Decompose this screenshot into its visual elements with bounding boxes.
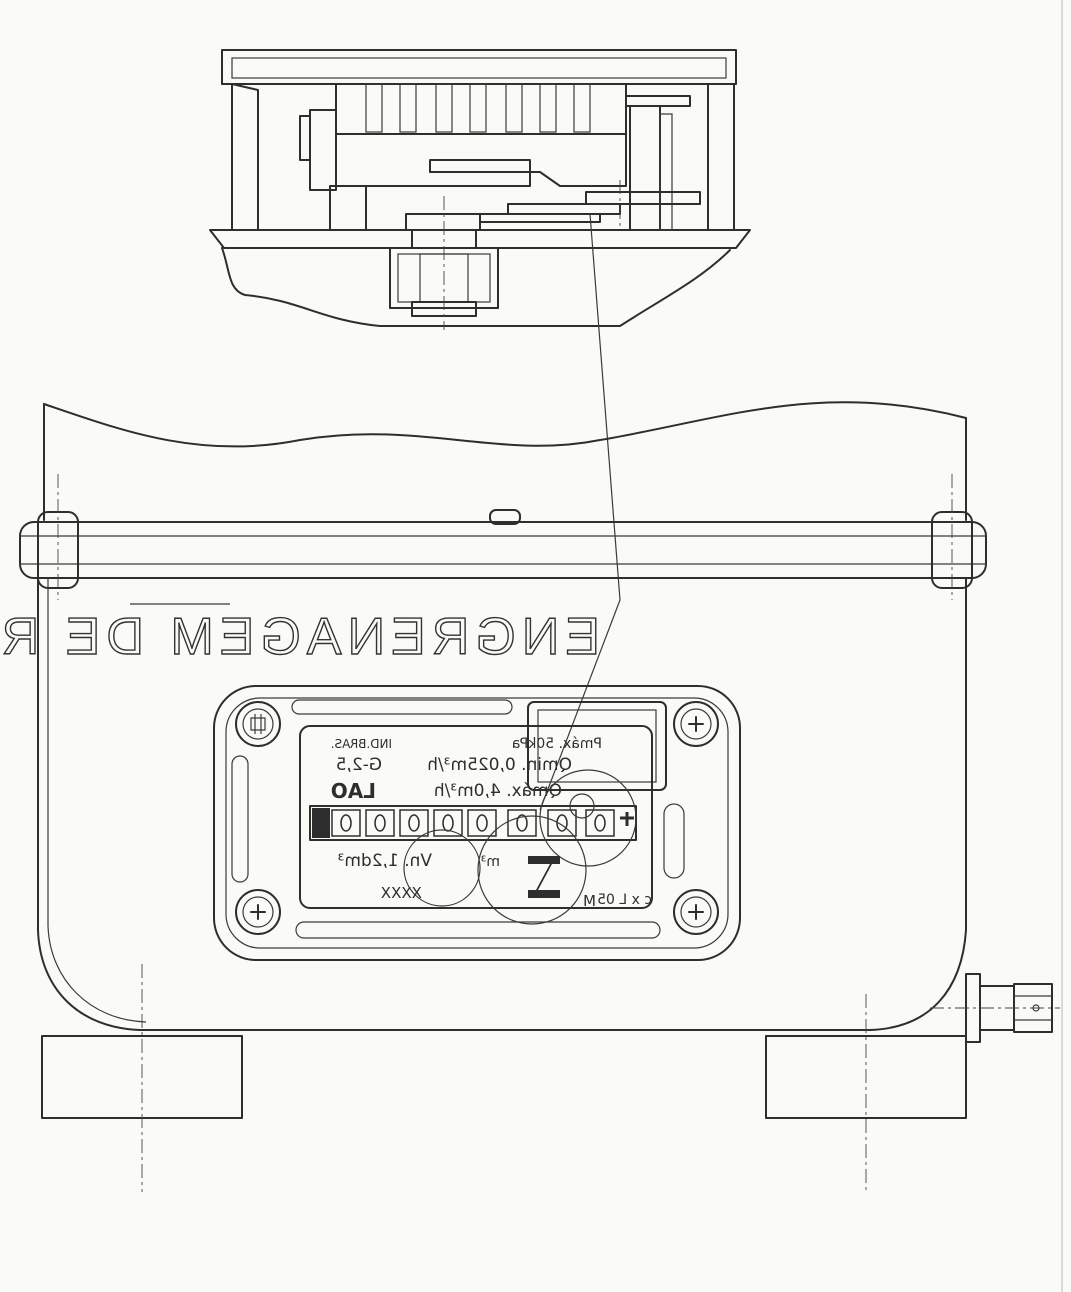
screw-icon: [235, 889, 281, 935]
screw-icon: [235, 701, 281, 747]
manufacturer-logo: [528, 856, 560, 898]
housing-base: [209, 229, 751, 249]
counter-frame: [335, 133, 627, 187]
screw-icon: [673, 889, 719, 935]
reduction-gear-cross-section: [209, 49, 751, 330]
svg-text:m³: m³: [481, 854, 500, 870]
nameplate: Pmáx. 50kPa IND.BRAS. Qmin. 0,025m³/h G-…: [213, 685, 741, 961]
svg-text:XXXX: XXXX: [381, 884, 422, 902]
window-frame: [527, 701, 667, 791]
title-label: ENGRENAGEM DE REDUÇÃO: [0, 603, 601, 667]
lower-housing: [37, 577, 967, 1031]
side-connector: [930, 973, 1060, 1043]
body-break-line: [221, 247, 731, 327]
cover-plate: [221, 49, 737, 85]
svg-text:IND.BRAS.: IND.BRAS.: [331, 737, 392, 751]
svg-text:LAO: LAO: [331, 779, 376, 803]
svg-text:c x L 05: c x L 05: [597, 892, 652, 908]
nameplate-outer: [213, 685, 741, 961]
svg-text:Pmáx. 50kPa: Pmáx. 50kPa: [512, 736, 602, 752]
svg-text:M: M: [583, 892, 596, 910]
housing-right-wall: [707, 83, 735, 231]
break-line-top: [43, 401, 967, 448]
counter-wheels: [365, 83, 591, 133]
svg-text:ENGRENAGEM DE REDUÇÃO: ENGRENAGEM DE REDUÇÃO: [0, 608, 600, 666]
screw-icon: [673, 701, 719, 747]
counter-drum-block: [335, 83, 627, 135]
meter-body-front-view: [19, 401, 1060, 1192]
svg-text:Vn. 1,2dm³: Vn. 1,2dm³: [338, 851, 432, 871]
counter-display: [309, 805, 637, 841]
housing-left-wall: [231, 83, 259, 231]
foot-right: [765, 1035, 967, 1119]
flange-band: [19, 521, 987, 579]
svg-text:Qmáx. 4,0m³/h: Qmáx. 4,0m³/h: [434, 781, 562, 801]
svg-text:Qmin. 0,025m³/h: Qmin. 0,025m³/h: [427, 755, 572, 775]
svg-text:G-2,5: G-2,5: [336, 755, 382, 775]
leader-line: [539, 213, 621, 811]
data-plate: [299, 725, 653, 909]
